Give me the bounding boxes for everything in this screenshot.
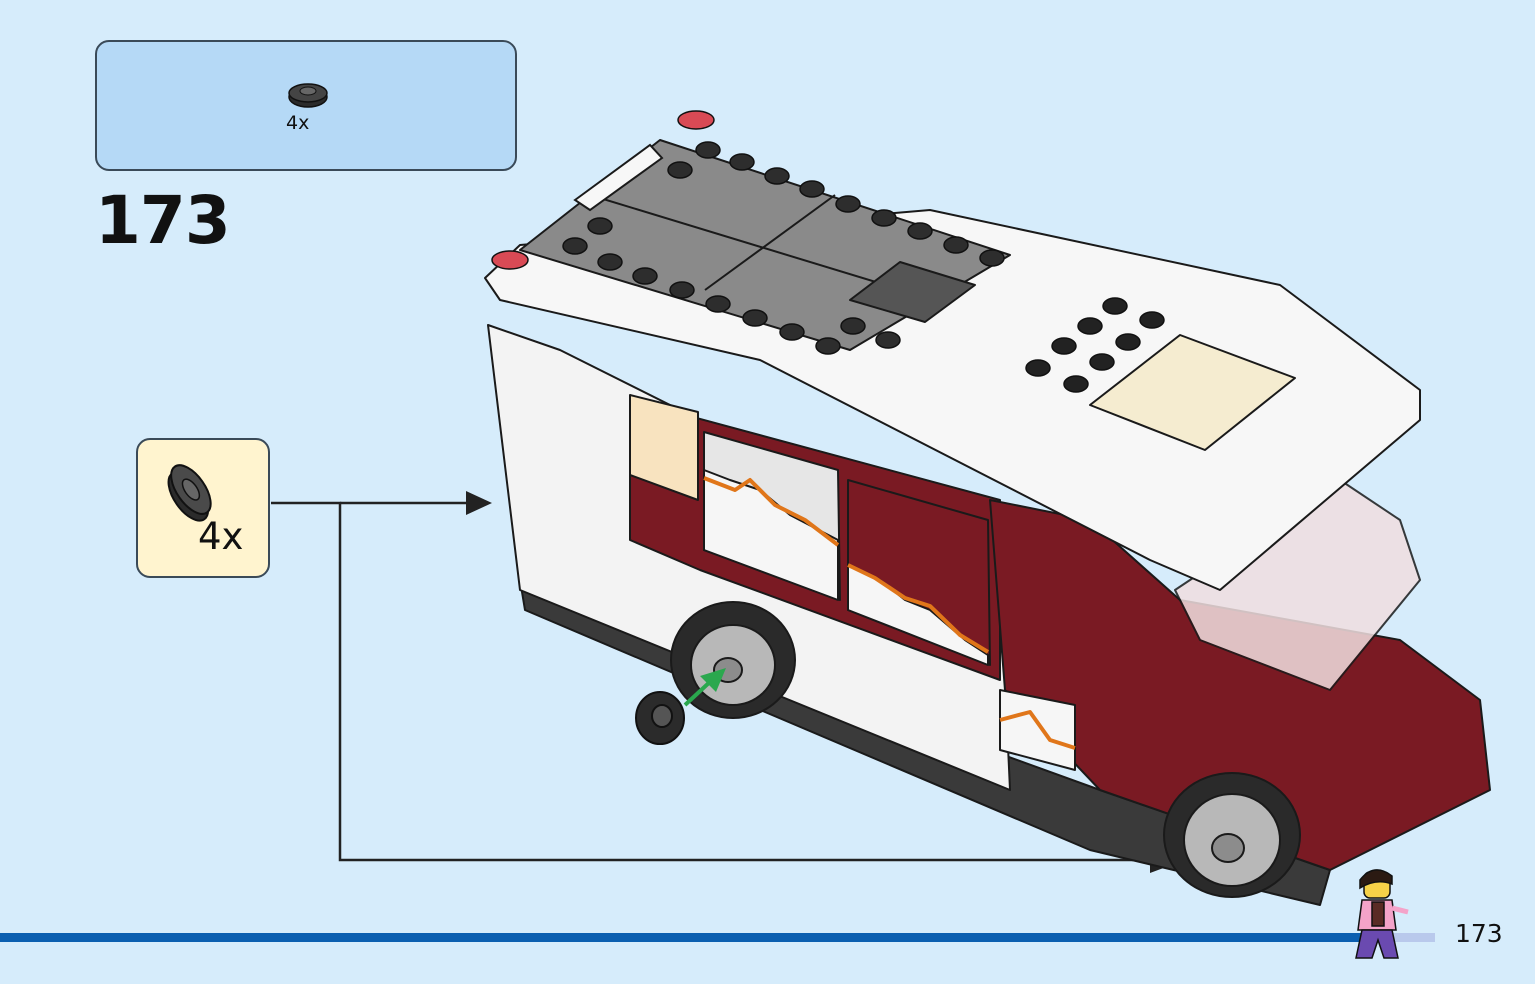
page-number: 173 <box>1455 919 1503 948</box>
step-number: 173 <box>95 182 231 259</box>
callout-count: 4x <box>198 515 244 558</box>
parts-count: 4x <box>286 112 310 134</box>
